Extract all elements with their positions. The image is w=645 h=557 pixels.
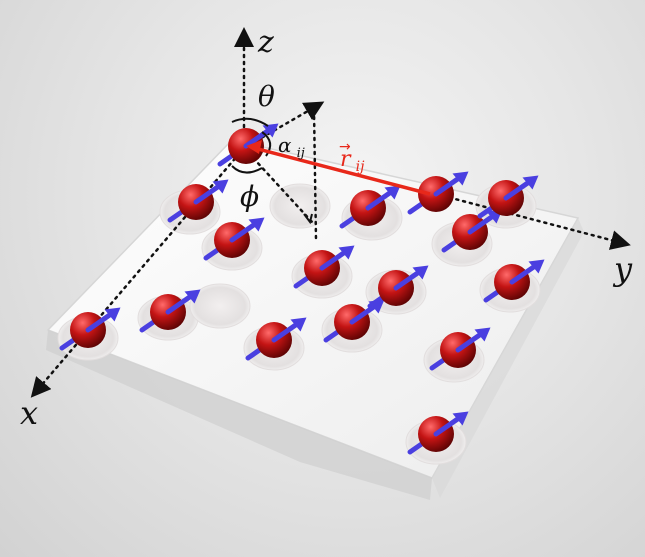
theta-label: θ xyxy=(258,80,275,113)
spin-arrow-shaft xyxy=(455,332,483,353)
atom-with-spin xyxy=(429,327,491,371)
alpha-label: α ij xyxy=(278,133,305,161)
spin-arrow-shaft xyxy=(319,250,347,271)
spin-arrow-head xyxy=(384,185,401,200)
spin-arrow-shaft xyxy=(503,180,531,201)
lattice-well xyxy=(269,183,331,229)
separation-vector xyxy=(253,146,431,196)
atom-with-spin xyxy=(367,265,429,309)
atom-with-spin xyxy=(407,171,469,215)
alpha-base: α xyxy=(278,133,292,157)
r-vector-arrow: → xyxy=(339,139,351,155)
spin-arrow-shaft xyxy=(433,416,461,437)
spin-arrow-head xyxy=(248,217,265,232)
spin-arrow-head xyxy=(104,307,121,322)
theta-brace xyxy=(231,117,269,127)
r-vector-base: r xyxy=(340,147,352,172)
spin-arrow-shaft xyxy=(393,270,421,291)
spin-arrow-head xyxy=(474,327,491,342)
spin-arrow-shaft xyxy=(365,190,393,211)
phi-label: ϕ xyxy=(240,180,259,213)
z-axis-label: z xyxy=(257,25,274,60)
phi-brace xyxy=(231,165,263,174)
spin-arrow-head xyxy=(338,245,355,260)
atom-with-spin xyxy=(293,245,355,289)
spin-arrow-head xyxy=(184,289,201,304)
y-axis xyxy=(434,192,631,250)
spin-arrow-shaft xyxy=(85,312,113,333)
spin-arrow-head xyxy=(522,175,539,190)
atom-with-spin xyxy=(323,299,385,343)
spin-arrow-shaft xyxy=(271,322,299,343)
atom-with-spin xyxy=(203,217,265,261)
angle-markers xyxy=(231,117,272,174)
spin-arrow-head xyxy=(412,265,429,280)
r-vector-subscript: ij xyxy=(356,159,365,175)
spin-arrow-shaft xyxy=(467,214,495,235)
spin-arrow-shaft xyxy=(229,222,257,243)
spin-arrow-shaft xyxy=(193,184,221,205)
lattice-well xyxy=(189,283,251,329)
spin-arrow-shaft xyxy=(433,176,461,197)
y-axis-label: y xyxy=(612,250,633,288)
spin-arrow-head xyxy=(290,317,307,332)
spin-arrow-head xyxy=(452,171,469,186)
spin-arrow-shaft xyxy=(509,264,537,285)
atoms xyxy=(59,123,545,455)
alpha-brace xyxy=(261,131,272,157)
atom-with-spin xyxy=(167,179,229,223)
spin-arrow-head xyxy=(528,259,545,274)
atom-with-spin xyxy=(483,259,545,303)
atom-with-spin xyxy=(477,175,539,219)
spin-arrow-head xyxy=(262,123,279,138)
lattice-depth-shadow-right xyxy=(432,218,584,498)
separation-vector-head xyxy=(246,140,262,154)
spin-arrow-head xyxy=(452,411,469,426)
atom-with-spin xyxy=(245,317,307,361)
spin-arrow-head xyxy=(212,179,229,194)
lattice-depth-shadow xyxy=(46,330,432,500)
dipole-vertical-projection xyxy=(312,108,318,242)
x-axis xyxy=(30,146,246,398)
spin-arrow-shaft xyxy=(349,304,377,325)
atom-with-spin xyxy=(339,185,401,229)
projection-tick xyxy=(303,213,313,225)
atom-with-spin xyxy=(139,289,201,333)
x-axis-label: x xyxy=(20,394,38,432)
atom-with-spin xyxy=(407,411,469,455)
r-vector-label: r ij xyxy=(340,147,365,175)
alpha-subscript: ij xyxy=(297,146,305,161)
spin-arrow-shaft xyxy=(165,294,193,315)
atom-with-spin xyxy=(59,307,121,351)
